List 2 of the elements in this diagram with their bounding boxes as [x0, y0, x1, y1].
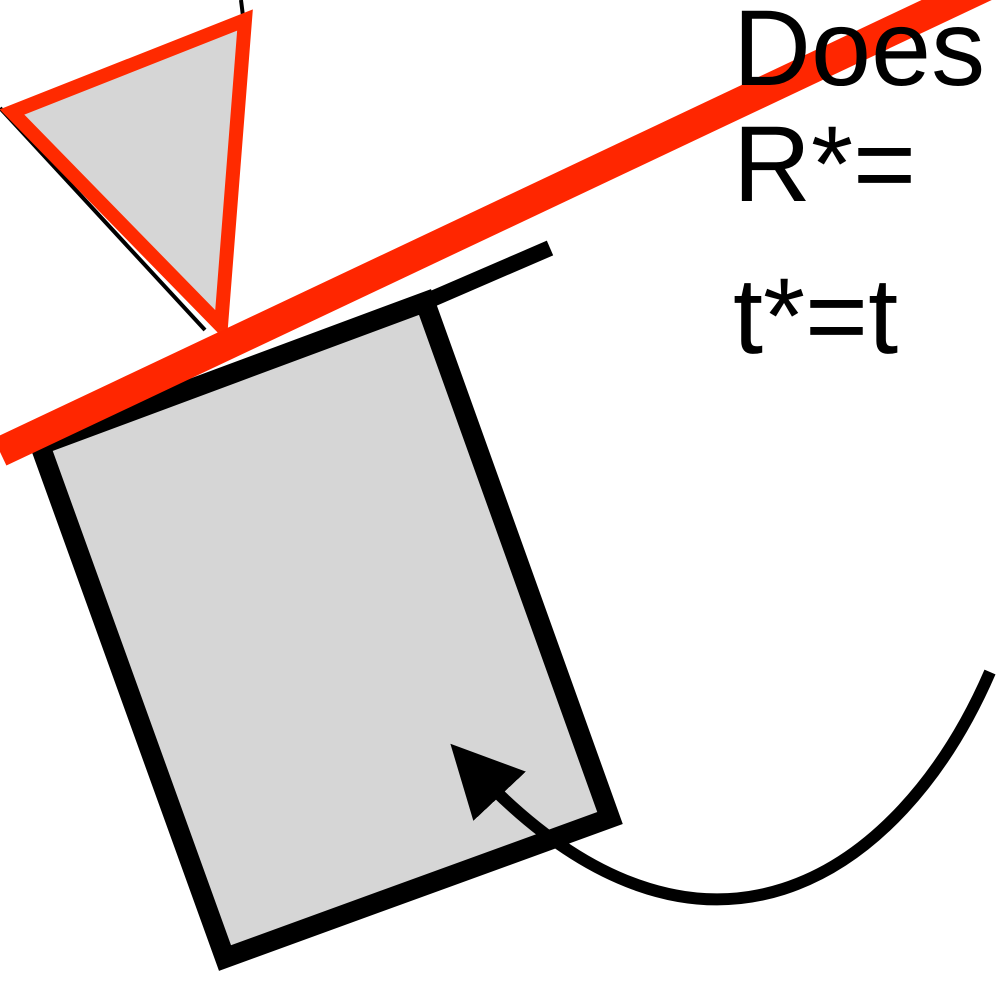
equation-text: R*= [733, 110, 916, 218]
equation-text: t*=t [733, 262, 898, 370]
